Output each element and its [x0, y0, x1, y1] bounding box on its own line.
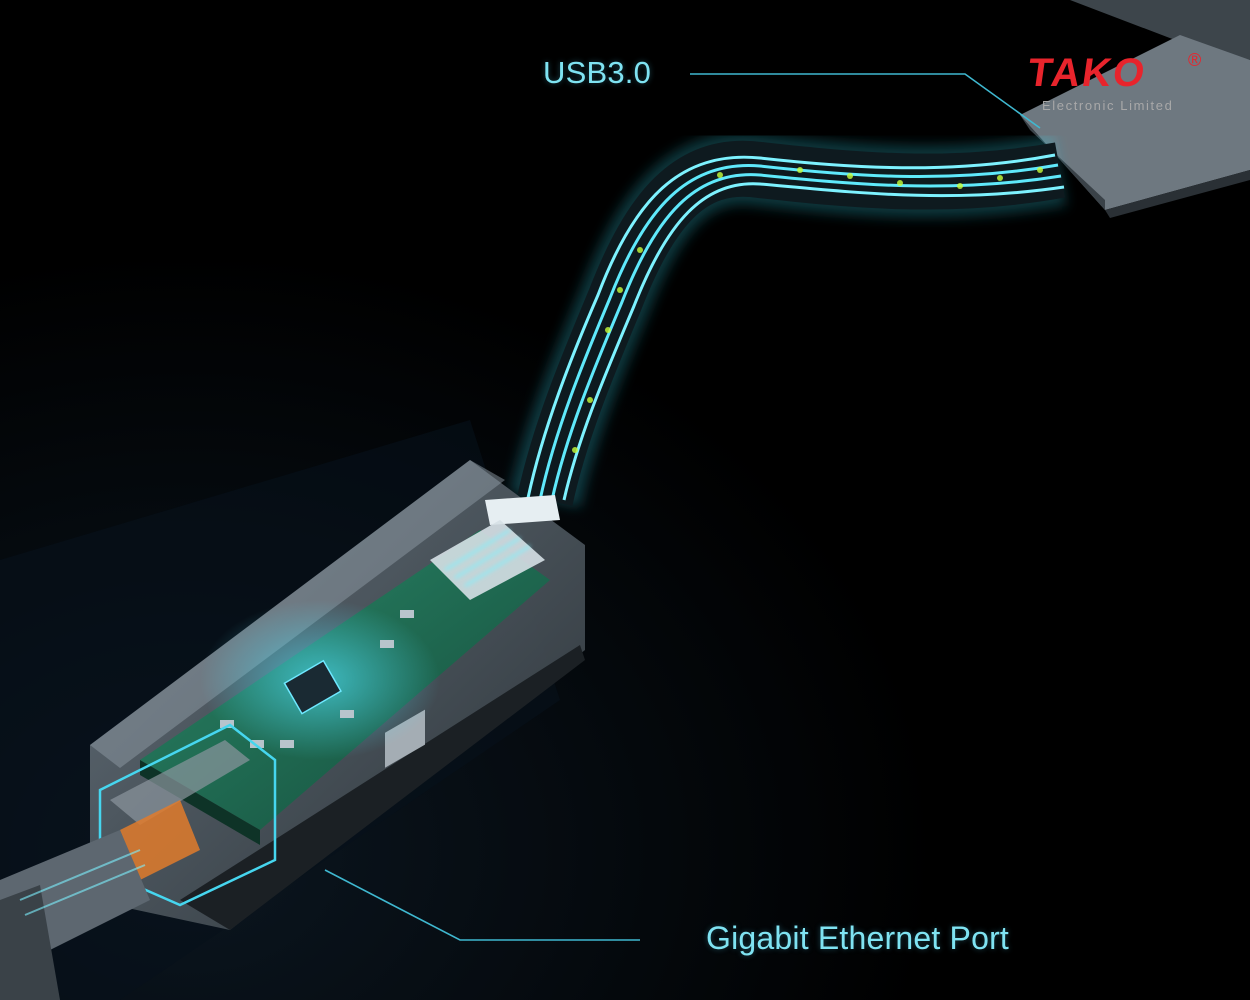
- ethernet-label: Gigabit Ethernet Port: [706, 920, 1010, 956]
- usb-callout-line: [690, 73, 1041, 129]
- ethernet-cable: [0, 830, 150, 1000]
- ribbon-connector: [430, 495, 560, 600]
- logo-wordmark: TAKO: [1024, 51, 1150, 95]
- registered-mark: ®: [1188, 50, 1202, 70]
- usb-connector: [1020, 0, 1250, 218]
- usb-label: USB3.0: [543, 55, 652, 90]
- ethernet-callout-line: [324, 869, 640, 941]
- cable: [509, 132, 1067, 508]
- brand-logo: TAKO ® Electronic Limited: [1024, 50, 1218, 122]
- logo-subtitle: Electronic Limited: [1042, 98, 1174, 113]
